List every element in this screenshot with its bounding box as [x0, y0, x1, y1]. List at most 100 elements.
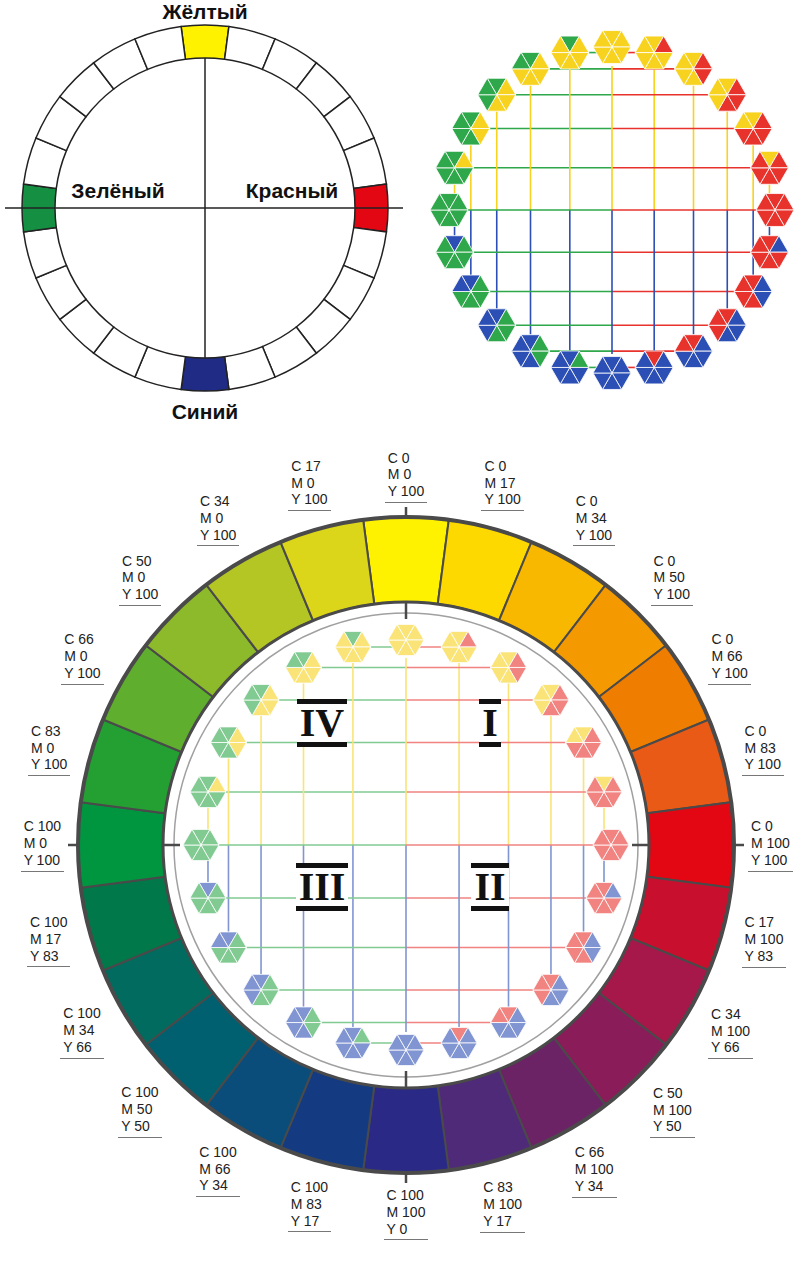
hexagon-triangle	[708, 325, 727, 341]
cmy-value: Y 100	[745, 756, 781, 773]
wheel-segment	[647, 802, 734, 888]
hexagon-triangle	[406, 1034, 424, 1050]
cmy-label: C 100M 0Y 100	[21, 818, 64, 871]
hexagon-triangle	[210, 727, 228, 743]
color-name: Зелёный	[71, 179, 164, 202]
mixing-hexagon	[593, 829, 629, 860]
wheel-segment	[135, 27, 185, 70]
cmy-value: M 100	[387, 1204, 426, 1221]
grid-line	[612, 128, 734, 130]
hexagon-triangle	[533, 974, 551, 990]
grid-line	[490, 128, 612, 130]
cmy-value: C 50	[653, 1085, 692, 1102]
cmy-label: C 0M 0Y 100	[385, 450, 427, 503]
mixing-hexagon	[388, 1034, 424, 1065]
wheel-segment	[225, 347, 275, 390]
cmy-value: C 100	[199, 1144, 236, 1161]
grid-line	[752, 145, 754, 210]
hexagon-triangle	[455, 151, 474, 167]
cmy-label: C 50M 100Y 50	[650, 1085, 695, 1138]
hexagon-triangle	[471, 275, 490, 291]
cmy-label: C 17M 0Y 100	[288, 458, 330, 511]
cmy-value: C 100	[121, 1084, 158, 1101]
hexagon-triangle	[430, 194, 449, 210]
grid-line	[406, 844, 593, 846]
mixing-hexagon	[734, 112, 772, 145]
cmy-value: Y 34	[199, 1177, 236, 1194]
hexagon-triangle	[430, 210, 449, 226]
hexagon-triangle	[566, 743, 584, 759]
cmy-value: M 100	[751, 835, 790, 852]
cmy-label: C 17M 100Y 83	[742, 914, 787, 967]
grid-line	[653, 69, 655, 210]
hexagon-triangle	[756, 194, 775, 210]
cmy-label: C 100M 83Y 17	[288, 1179, 331, 1232]
cmy-value: M 0	[291, 475, 327, 492]
cmy-value: M 0	[122, 569, 158, 586]
mixing-hexagon	[750, 236, 788, 269]
grid-line	[405, 658, 407, 845]
hexagon-triangle	[769, 236, 788, 252]
cmy-value: M 0	[200, 510, 236, 527]
wheel-segment	[78, 802, 165, 888]
hexagon-triangle	[190, 882, 208, 898]
cmy-label: C 0M 50Y 100	[651, 553, 693, 606]
cmy-value: Y 100	[484, 491, 520, 508]
hexagon-triangle	[228, 932, 246, 948]
mixing-hexagon	[190, 776, 226, 807]
grid-line	[550, 716, 552, 845]
hexagon-triangle	[675, 52, 694, 68]
hexagon-triangle	[675, 351, 694, 367]
grid-line	[322, 1022, 407, 1024]
grid-line	[569, 210, 571, 351]
axis-tick	[734, 844, 744, 847]
hexagon-triangle	[183, 845, 201, 861]
hexagon-triangle	[604, 776, 622, 792]
hexagon-triangle	[750, 151, 769, 167]
hexagon-triangle	[654, 351, 673, 367]
cmy-value: Y 50	[121, 1118, 158, 1135]
cmy-value: C 100	[30, 914, 67, 931]
hexagon-triangle	[586, 776, 604, 792]
grid-line	[352, 663, 354, 845]
cmy-label: C 83M 100Y 17	[480, 1179, 525, 1232]
hexagon-triangle	[228, 727, 246, 743]
cmy-value: Y 66	[63, 1039, 100, 1056]
mixing-hexagon	[452, 275, 490, 308]
grid-line	[474, 251, 612, 253]
hexagon-triangle	[635, 351, 654, 367]
hexagon-triangle	[775, 194, 794, 210]
mixing-hexagon	[243, 684, 279, 715]
grid-line	[612, 94, 708, 96]
axis-tick	[405, 1071, 408, 1088]
hexagon-triangle	[449, 194, 468, 210]
cmy-value: M 0	[388, 466, 424, 483]
hexagon-triangle	[512, 69, 531, 85]
cmy-value: Y 50	[653, 1118, 692, 1135]
cmy-value: C 50	[122, 553, 158, 570]
cmy-value: C 100	[387, 1187, 426, 1204]
cmy-label: C 100M 100Y 0	[384, 1187, 429, 1240]
cmy-value: M 83	[745, 740, 781, 757]
hexagon-triangle	[551, 53, 570, 69]
mixing-hexagon	[441, 631, 477, 662]
grid-line	[322, 667, 407, 669]
hexagon-triangle	[455, 236, 474, 252]
hexagon-triangle	[566, 932, 584, 948]
hexagon-triangle	[286, 1007, 304, 1023]
mixing-hexagon	[708, 309, 746, 342]
mixing-hexagon	[756, 194, 794, 227]
hexagon-triangle	[436, 168, 455, 184]
hexagon-triangle	[478, 95, 497, 111]
cmy-value: M 50	[121, 1101, 158, 1118]
hexagon-triangle	[750, 168, 769, 184]
grid-line	[726, 111, 728, 210]
cmy-value: Y 100	[654, 586, 690, 603]
hexagon-triangle	[734, 275, 753, 291]
grid-line	[496, 210, 498, 309]
hexagon-triangle	[491, 1023, 509, 1039]
grid-line	[406, 699, 533, 701]
mixing-hexagon	[452, 112, 490, 145]
grid-line	[693, 210, 695, 335]
hexagon-triangle	[593, 829, 611, 845]
